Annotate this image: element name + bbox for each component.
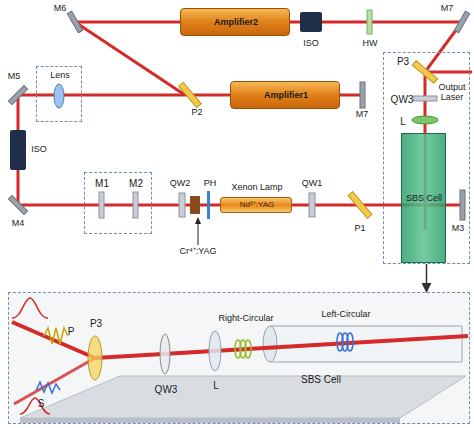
node-label: SBS Cell [301, 374, 341, 385]
part-label: M3 [452, 224, 465, 234]
inset-frame: P S P3QW3 Right-CircularL Left-CircularSBS C… [8, 292, 470, 424]
lens [412, 116, 438, 124]
part-label: PH [204, 179, 217, 189]
mirror [360, 82, 365, 108]
node-label: S [38, 398, 45, 409]
polarizer [179, 82, 202, 107]
part-label: P2 [191, 108, 202, 118]
input-beam [12, 322, 95, 358]
pinhole [207, 191, 210, 219]
mirror-plate [133, 192, 138, 218]
isolator [10, 130, 26, 170]
glass-slab-edge [20, 418, 400, 423]
part-label: ISO [31, 145, 47, 155]
lens-frame: Lens [36, 66, 82, 122]
node-label: SBS Cell [404, 194, 444, 204]
node-label: Right-Circular [218, 314, 273, 324]
node-label: Amplifier1 [264, 91, 308, 101]
node-label: Left-Circular [321, 310, 370, 320]
node-label: M2 [129, 178, 143, 189]
saturable-absorber [190, 196, 200, 214]
output-beam [425, 71, 472, 74]
pulse-shape [12, 298, 48, 318]
isolator [300, 12, 322, 32]
part-label: M4 [12, 219, 25, 229]
leader-line [198, 222, 199, 245]
part-label: QW2 [170, 179, 191, 189]
mirror [454, 11, 469, 33]
mirror [67, 11, 82, 33]
part-label: HW [363, 39, 378, 49]
node-label: M1 [95, 178, 109, 189]
circular-polarization [347, 333, 353, 351]
reflected-beam [14, 358, 95, 404]
part-label: QW1 [302, 179, 323, 189]
laser-beam [95, 336, 468, 358]
part-label: M7 [356, 110, 369, 120]
node-label: P3 [90, 318, 102, 329]
mirror [8, 85, 27, 104]
mirror [8, 195, 27, 214]
part-label: M5 [8, 72, 21, 82]
s-polarization [36, 382, 60, 393]
part-label: M6 [54, 4, 67, 14]
node-label: Xenon Lamp [231, 183, 282, 193]
part-label: M7 [441, 4, 454, 14]
glass-slab [20, 376, 466, 418]
sbs-cell: SBS Cell [401, 133, 446, 263]
sbs-cell-window [263, 326, 277, 362]
quarter-wave-plate [160, 334, 170, 374]
p-polarization [44, 328, 68, 344]
node-label: QW3 [391, 94, 414, 105]
polarizer [412, 61, 437, 84]
polarizer [348, 192, 372, 219]
node-label: L [213, 380, 219, 391]
node-label: Amplifier2 [214, 18, 258, 28]
node-label: L [400, 116, 406, 127]
leader-arrowhead [195, 217, 201, 224]
quarter-wave-plate [179, 193, 185, 217]
lens [54, 84, 64, 108]
node-label: QW3 [155, 384, 178, 395]
part-label: P1 [354, 224, 365, 234]
node-label: P3 [397, 56, 409, 67]
pulse-shape [20, 398, 50, 414]
part-label: Cr⁴⁺:YAG [179, 247, 216, 257]
lens [209, 331, 221, 371]
node-label: P [68, 326, 75, 337]
half-wave-plate [367, 10, 372, 34]
amplifier-box: Amplifier2 [180, 8, 290, 36]
node-label: Nd³⁺:YAG [240, 201, 274, 210]
quarter-wave-plate [309, 193, 315, 217]
mirror [460, 190, 465, 220]
quarter-wave-plate [413, 96, 437, 101]
node-label: Output Laser [435, 83, 469, 103]
connector-arrow [426, 264, 428, 292]
amplifier-box: Amplifier1 [230, 81, 340, 109]
polarizer [88, 336, 102, 380]
laser-rod: Xenon LampNd³⁺:YAG [220, 197, 292, 213]
circular-polarization [245, 340, 251, 358]
mirror-plate [99, 192, 104, 218]
inset-background [8, 292, 470, 424]
part-label: ISO [303, 39, 319, 49]
node-label: Lens [50, 71, 70, 81]
mirror-frame: M1 M2 [84, 172, 152, 234]
